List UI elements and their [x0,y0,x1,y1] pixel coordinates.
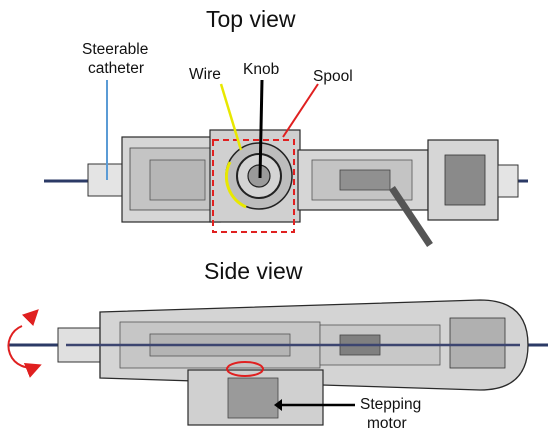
spool-label: Spool [313,68,353,85]
knob-arrow [258,79,264,179]
side-view-device [8,299,548,426]
top-view-title: Top view [206,6,296,32]
cable-top [389,186,433,247]
spool-box-top [212,139,295,233]
wire-arrow [219,83,243,151]
catheter-label-line1: Steerable [82,41,149,58]
motor-label-line1: Stepping [360,396,422,413]
rotation-arrow-side [7,325,42,378]
spool-arrow [282,83,319,138]
catheter-label-line2: catheter [88,60,145,77]
wire-arc-top [225,161,247,209]
side-view-title: Side view [204,258,303,284]
knob-label: Knob [243,61,280,78]
stepping-motor-body [227,377,279,419]
gear-highlight-side [226,361,264,377]
wire-label: Wire [189,66,221,83]
motor-label-line2: motor [367,415,407,432]
top-view-device [44,129,528,247]
